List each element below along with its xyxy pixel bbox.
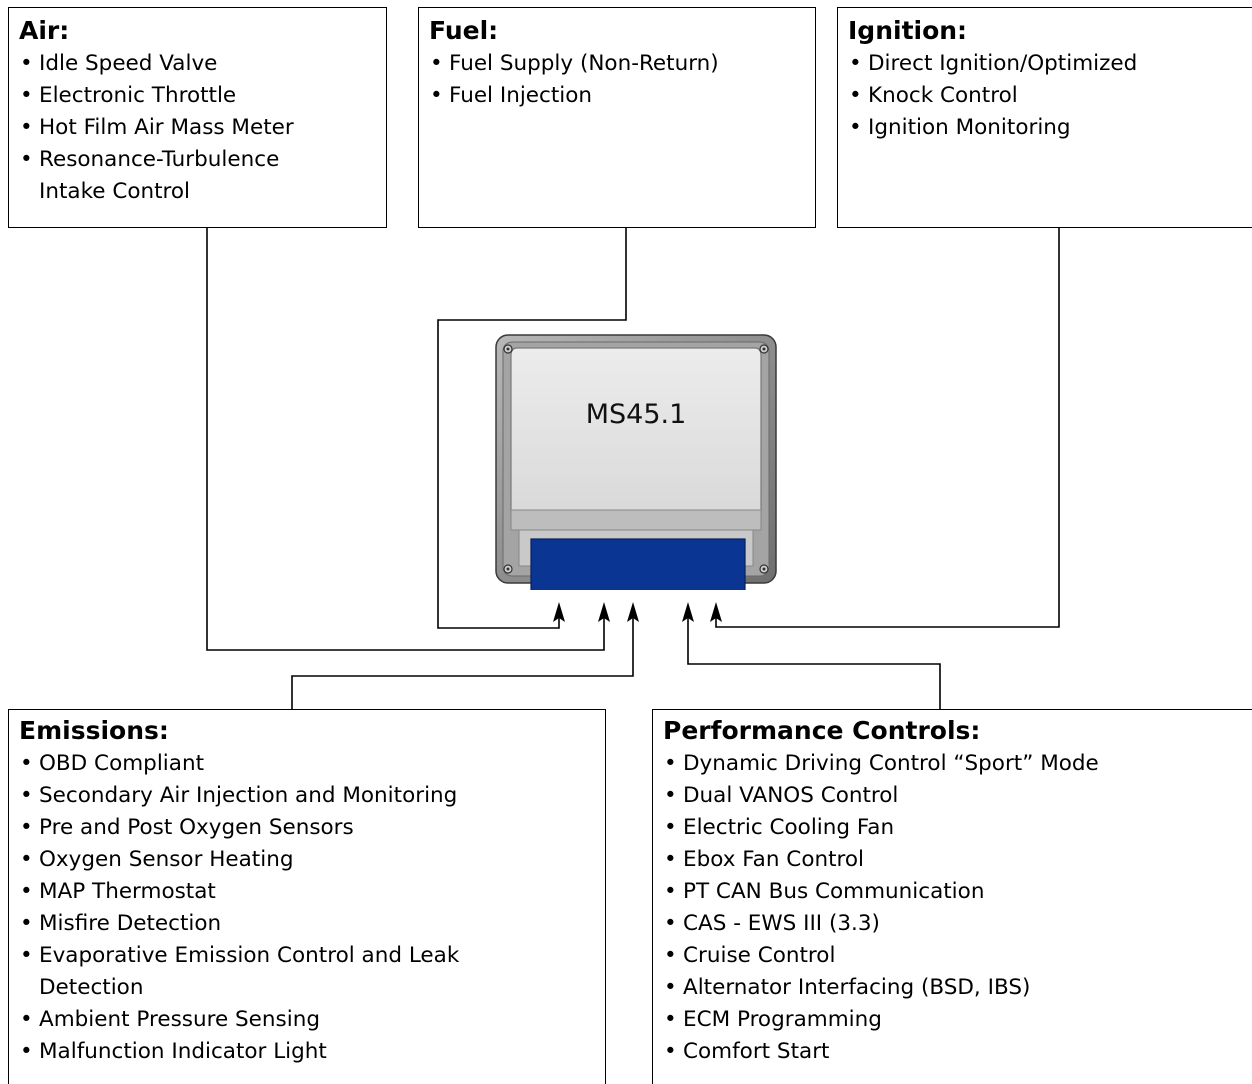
list-item: Knock Control — [848, 80, 1243, 112]
list-item: Ignition Monitoring — [848, 112, 1243, 144]
list-item: Malfunction Indicator Light — [19, 1036, 595, 1068]
list-item: CAS - EWS III (3.3) — [663, 908, 1243, 940]
list-item: Fuel Injection — [429, 80, 805, 112]
ecu-panel — [510, 347, 762, 525]
arrow-head-icon — [627, 602, 639, 622]
list-item: Idle Speed Valve — [19, 48, 376, 80]
list-item: Evaporative Emission Control and LeakDet… — [19, 940, 595, 1004]
list-item: Secondary Air Injection and Monitoring — [19, 780, 595, 812]
list-item: PT CAN Bus Communication — [663, 876, 1243, 908]
list-item: OBD Compliant — [19, 748, 595, 780]
list-item-continuation: Detection — [39, 975, 144, 1000]
air-title: Air: — [19, 16, 70, 45]
list-item: Oxygen Sensor Heating — [19, 844, 595, 876]
arrow-head-icon — [553, 602, 565, 622]
list-item: Dual VANOS Control — [663, 780, 1243, 812]
performance-title: Performance Controls: — [663, 716, 981, 745]
ecu-module — [495, 334, 777, 590]
list-item: Comfort Start — [663, 1036, 1243, 1068]
ignition-box: Ignition: Direct Ignition/Optimized Knoc… — [837, 7, 1252, 228]
list-item: Fuel Supply (Non-Return) — [429, 48, 805, 80]
emissions-title: Emissions: — [19, 716, 169, 745]
ecu-label: MS45.1 — [585, 399, 687, 430]
list-item: Alternator Interfacing (BSD, IBS) — [663, 972, 1243, 1004]
emissions-connector-line — [291, 618, 634, 710]
ecu-connector — [530, 538, 746, 590]
list-item: Ambient Pressure Sensing — [19, 1004, 595, 1036]
list-item: Direct Ignition/Optimized — [848, 48, 1243, 80]
arrow-head-icon — [682, 602, 694, 622]
list-item: Electric Cooling Fan — [663, 812, 1243, 844]
emissions-list: OBD Compliant Secondary Air Injection an… — [19, 748, 595, 1068]
list-item: ECM Programming — [663, 1004, 1243, 1036]
fuel-connector-line — [437, 226, 627, 629]
ignition-list: Direct Ignition/Optimized Knock Control … — [848, 48, 1243, 144]
list-item: Ebox Fan Control — [663, 844, 1243, 876]
list-item: Dynamic Driving Control “Sport” Mode — [663, 748, 1243, 780]
list-item: Hot Film Air Mass Meter — [19, 112, 376, 144]
list-item: Pre and Post Oxygen Sensors — [19, 812, 595, 844]
ecu-strip — [510, 509, 762, 531]
arrow-head-icon — [710, 602, 722, 622]
arrow-head-icon — [598, 602, 610, 622]
performance-connector-line — [687, 618, 941, 710]
fuel-list: Fuel Supply (Non-Return) Fuel Injection — [429, 48, 805, 112]
list-item: MAP Thermostat — [19, 876, 595, 908]
air-connector-line — [206, 226, 605, 651]
ignition-connector-line — [715, 226, 1060, 628]
air-box: Air: Idle Speed Valve Electronic Throttl… — [8, 7, 387, 228]
list-item: Misfire Detection — [19, 908, 595, 940]
fuel-title: Fuel: — [429, 16, 499, 45]
emissions-box: Emissions: OBD Compliant Secondary Air I… — [8, 709, 606, 1084]
performance-box: Performance Controls: Dynamic Driving Co… — [652, 709, 1252, 1084]
list-item: Cruise Control — [663, 940, 1243, 972]
ignition-title: Ignition: — [848, 16, 968, 45]
performance-list: Dynamic Driving Control “Sport” Mode Dua… — [663, 748, 1243, 1068]
list-item: Electronic Throttle — [19, 80, 376, 112]
fuel-box: Fuel: Fuel Supply (Non-Return) Fuel Inje… — [418, 7, 816, 228]
list-item-continuation: Intake Control — [39, 179, 191, 204]
air-list: Idle Speed Valve Electronic Throttle Hot… — [19, 48, 376, 208]
